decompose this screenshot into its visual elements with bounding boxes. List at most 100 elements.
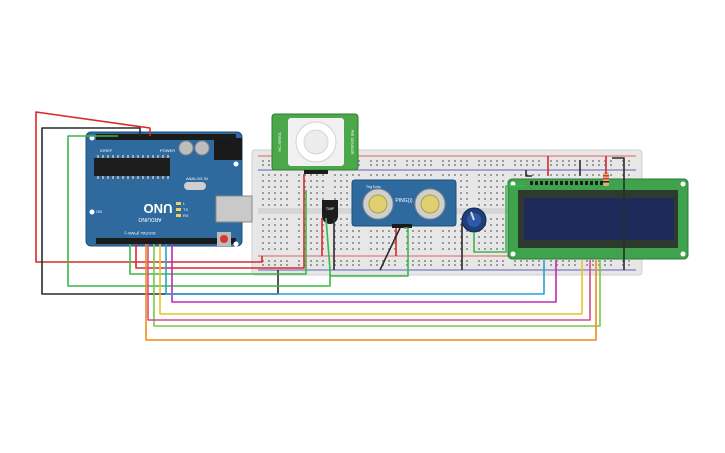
mount-hole — [89, 209, 95, 215]
breadboard-hole — [316, 224, 318, 226]
wire-lcd-black[interactable] — [525, 170, 532, 177]
wire-tmp-green[interactable] — [325, 217, 331, 271]
breadboard-hole — [478, 204, 480, 206]
breadboard-hole — [532, 174, 534, 176]
breadboard-hole — [316, 198, 318, 200]
breadboard-hole — [304, 260, 306, 262]
wire-green-top[interactable] — [67, 135, 331, 287]
wire-pot-green[interactable] — [473, 185, 524, 253]
breadboard-hole — [460, 174, 462, 176]
breadboard-hole — [298, 180, 300, 182]
pir-side-label-left: HC-SR501 — [277, 132, 282, 152]
reset-button[interactable] — [220, 235, 228, 243]
breadboard-hole — [334, 236, 336, 238]
breadboard-hole — [418, 242, 420, 244]
analog-power-header — [96, 238, 236, 244]
breadboard-hole — [496, 248, 498, 250]
breadboard-hole — [304, 248, 306, 250]
breadboard-hole — [424, 164, 426, 166]
breadboard-hole — [556, 164, 558, 166]
breadboard-hole — [340, 248, 342, 250]
breadboard-hole — [298, 186, 300, 188]
breadboard-hole — [460, 218, 462, 220]
breadboard-hole — [442, 248, 444, 250]
chip-pin — [157, 176, 159, 179]
breadboard-hole — [628, 160, 630, 162]
breadboard-hole — [622, 160, 624, 162]
mount-hole — [680, 181, 686, 187]
potentiometer[interactable] — [461, 207, 487, 233]
wire-orange[interactable] — [145, 244, 597, 341]
breadboard-hole — [268, 204, 270, 206]
breadboard-hole — [538, 164, 540, 166]
breadboard-hole — [604, 160, 606, 162]
breadboard-hole — [514, 260, 516, 262]
wire-green-pir[interactable] — [129, 190, 307, 275]
breadboard-hole — [490, 242, 492, 244]
breadboard-hole — [460, 230, 462, 232]
breadboard-hole — [430, 248, 432, 250]
breadboard-hole — [382, 174, 384, 176]
arduino-logo-text: UNO — [144, 201, 173, 216]
analog-label: ANALOG IN — [186, 176, 208, 181]
breadboard-hole — [478, 242, 480, 244]
breadboard-hole — [358, 264, 360, 266]
wire-lcd-black-right[interactable] — [612, 157, 625, 270]
chip-pin — [127, 155, 129, 158]
breadboard-hole — [496, 264, 498, 266]
wire-red-pir[interactable] — [135, 174, 305, 269]
wire-yellow[interactable] — [159, 244, 583, 315]
wires — [35, 111, 625, 341]
breadboard-hole — [484, 230, 486, 232]
breadboard-hole — [418, 164, 420, 166]
breadboard-hole — [310, 174, 312, 176]
breadboard-hole — [298, 248, 300, 250]
breadboard-hole — [490, 230, 492, 232]
breadboard-hole — [280, 174, 282, 176]
breadboard-hole — [316, 242, 318, 244]
wire-black-gnd[interactable] — [41, 127, 279, 295]
breadboard-hole — [376, 264, 378, 266]
chip-pin — [97, 176, 99, 179]
wire-pink[interactable] — [147, 244, 591, 321]
breadboard-hole — [262, 260, 264, 262]
breadboard-hole — [460, 260, 462, 262]
wire-magenta[interactable] — [171, 244, 557, 303]
breadboard-hole — [532, 160, 534, 162]
breadboard-hole — [340, 180, 342, 182]
breadboard-hole — [538, 264, 540, 266]
mount-hole — [510, 251, 516, 257]
breadboard-hole — [394, 242, 396, 244]
breadboard-hole — [454, 242, 456, 244]
breadboard-hole — [334, 198, 336, 200]
breadboard-hole — [286, 198, 288, 200]
breadboard-hole — [286, 260, 288, 262]
breadboard-hole — [310, 260, 312, 262]
breadboard-hole — [298, 218, 300, 220]
breadboard-hole — [352, 248, 354, 250]
wire-lightgreen[interactable] — [153, 244, 601, 327]
breadboard-hole — [406, 236, 408, 238]
breadboard-hole — [340, 204, 342, 206]
breadboard-hole — [304, 174, 306, 176]
breadboard-hole — [310, 198, 312, 200]
wire-us-green[interactable] — [330, 227, 409, 277]
breadboard-hole — [460, 192, 462, 194]
breadboard-hole — [388, 264, 390, 266]
breadboard-hole — [304, 236, 306, 238]
tmp36-temperature-sensor: TMP — [322, 200, 338, 224]
breadboard-hole — [556, 174, 558, 176]
wire-red-5v[interactable] — [35, 111, 263, 263]
wire-us-black[interactable] — [379, 227, 401, 271]
wire-blue[interactable] — [165, 244, 545, 295]
breadboard-hole — [358, 164, 360, 166]
breadboard-hole — [490, 260, 492, 262]
breadboard-hole — [526, 264, 528, 266]
breadboard-hole — [538, 160, 540, 162]
breadboard-hole — [460, 224, 462, 226]
breadboard-hole — [502, 174, 504, 176]
breadboard-hole — [514, 174, 516, 176]
tmp-label: TMP — [326, 206, 335, 211]
breadboard-hole — [268, 164, 270, 166]
